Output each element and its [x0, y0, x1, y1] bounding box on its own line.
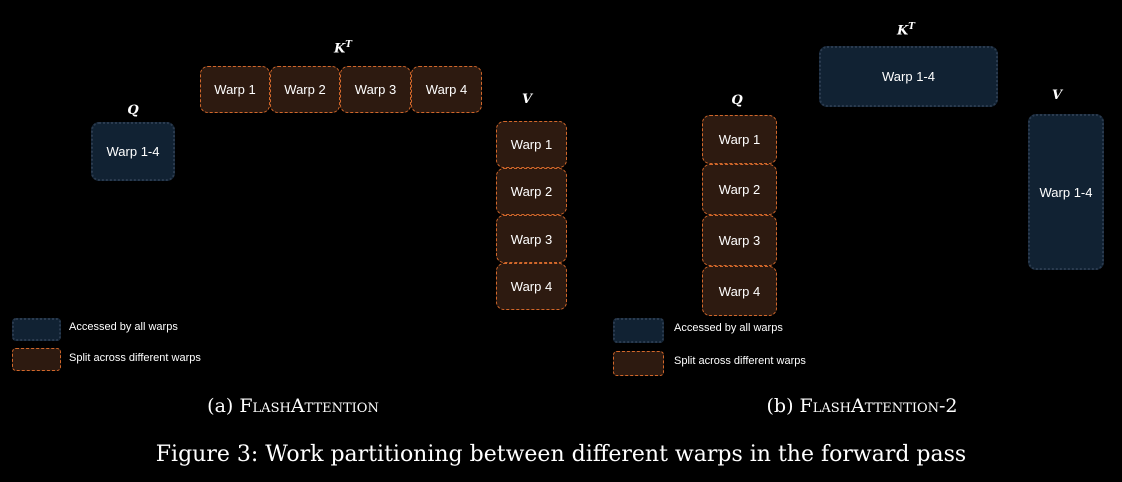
caption-b: (b) FlashAttention-2: [766, 395, 958, 417]
legend-shared-swatch-a: [12, 318, 61, 341]
v-warp-4-a: Warp 4: [496, 263, 567, 310]
legend-split-text-b: Split across different warps: [674, 355, 806, 367]
kt-warp-4-a: Warp 4: [411, 66, 482, 113]
kt-label-a: KT: [333, 40, 353, 57]
legend-shared-text-a: Accessed by all warps: [69, 321, 178, 333]
kt-box-b: Warp 1-4: [819, 46, 998, 107]
legend-shared-swatch-b: [613, 318, 664, 343]
q-box-a: Warp 1-4: [91, 122, 175, 181]
v-warp-2-a: Warp 2: [496, 168, 567, 215]
figure-caption: Figure 3: Work partitioning between diff…: [155, 442, 967, 467]
v-label-b: V: [1051, 88, 1063, 103]
v-label-a: V: [521, 92, 533, 107]
q-warp-3-b: Warp 3: [702, 215, 777, 266]
legend-split-swatch-a: [12, 348, 61, 371]
q-warp-1-b: Warp 1: [702, 115, 777, 164]
q-warp-4-b: Warp 4: [702, 266, 777, 316]
caption-a: (a) FlashAttention: [207, 395, 379, 417]
q-label-b: Q: [731, 93, 743, 108]
legend-split-text-a: Split across different warps: [69, 352, 201, 364]
kt-label-b: KT: [896, 22, 916, 39]
kt-warp-3-a: Warp 3: [340, 66, 411, 113]
kt-warp-2-a: Warp 2: [270, 66, 340, 113]
v-box-b: Warp 1-4: [1028, 114, 1104, 270]
q-label-a: Q: [127, 103, 139, 118]
q-warp-2-b: Warp 2: [702, 164, 777, 215]
kt-warp-1-a: Warp 1: [200, 66, 270, 113]
v-warp-3-a: Warp 3: [496, 215, 567, 263]
legend-shared-text-b: Accessed by all warps: [674, 322, 783, 334]
v-warp-1-a: Warp 1: [496, 121, 567, 168]
legend-split-swatch-b: [613, 351, 664, 376]
